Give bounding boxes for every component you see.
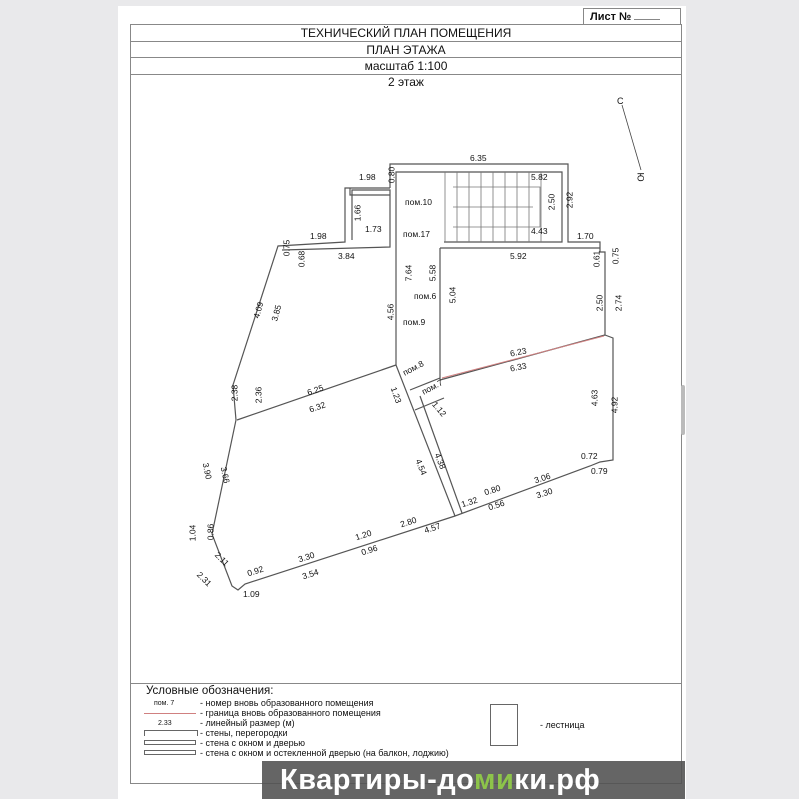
legend-item: - стена с окном и дверью: [200, 738, 306, 748]
dimension: 0.79: [591, 466, 608, 476]
outer-wall-inner: [395, 171, 563, 243]
inner-wall: [414, 397, 445, 411]
dimension: 0.72: [581, 451, 598, 461]
document-sheet: [118, 6, 686, 799]
dimension: 6.35: [470, 153, 487, 163]
stairs: [444, 172, 542, 242]
sheet-number: Лист №: [583, 8, 681, 25]
dimension: 1.66: [352, 204, 363, 222]
dimension: 5.92: [510, 251, 527, 261]
legend-item: - номер вновь образованного помещения: [200, 698, 374, 708]
dimension: 2.92: [564, 191, 575, 209]
room-label: пом.9: [403, 317, 426, 327]
inner-wall: [236, 364, 397, 421]
inner-wall: [281, 189, 391, 251]
legend-sample-dimension: 2.33: [158, 720, 172, 727]
room-boundary: [441, 335, 605, 379]
dimension: 1.70: [577, 231, 594, 241]
legend-item: - стена с окном и остекленной дверью (на…: [200, 748, 449, 758]
dimension: 4.63: [589, 389, 600, 407]
legend-sample-room: пом. 7: [154, 700, 175, 707]
inner-wall: [409, 377, 441, 391]
compass-arrow: [621, 104, 642, 171]
dimension: 1.98: [310, 231, 327, 241]
outer-wall: [211, 163, 614, 591]
dimension: 5.58: [427, 264, 438, 282]
stairs-legend-icon: [490, 704, 518, 746]
compass-north: С: [617, 96, 624, 106]
legend-item: - граница вновь образованного помещения: [200, 708, 381, 718]
inner-wall: [395, 364, 456, 517]
dimension: 0.61: [591, 250, 602, 268]
dimension: 2.38: [229, 384, 240, 402]
dimension: 2.50: [594, 294, 605, 312]
room-label: пом.6: [414, 291, 437, 301]
inner-wall: [419, 395, 463, 514]
compass-south: Ю: [635, 172, 646, 182]
dimension: 1.04: [187, 524, 198, 542]
dimension: 4.92: [609, 396, 620, 414]
dimension: 4.43: [531, 226, 548, 236]
dimension: 0.86: [205, 523, 216, 541]
inner-wall: [349, 188, 390, 196]
dimension: 3.84: [338, 251, 355, 261]
legend: Условные обозначения: пом. 7 - номер вно…: [130, 683, 682, 785]
dimension: 5.82: [531, 172, 548, 182]
floor-label: 2 этаж: [388, 75, 424, 89]
legend-sample-balcony-door: [144, 750, 196, 755]
dimension: 0.80: [386, 166, 397, 184]
legend-title: Условные обозначения:: [146, 685, 274, 697]
dimension: 0.75: [281, 239, 292, 257]
dimension: 1.73: [365, 224, 382, 234]
dimension: 5.04: [447, 286, 458, 304]
room-label: пом.17: [403, 229, 430, 239]
doc-subtitle: ПЛАН ЭТАЖА: [130, 42, 682, 58]
scrollbar[interactable]: [681, 385, 685, 435]
dimension: 1.09: [243, 589, 260, 599]
legend-stairs: - лестница: [540, 720, 585, 730]
legend-item: - стены, перегородки: [200, 728, 288, 738]
room-label: пом.10: [405, 197, 432, 207]
dimension: 2.74: [613, 294, 624, 312]
watermark: Квартиры-домики.рф: [262, 761, 685, 799]
dimension: 2.50: [546, 193, 557, 211]
dimension: 0.68: [296, 250, 307, 268]
doc-title: ТЕХНИЧЕСКИЙ ПЛАН ПОМЕЩЕНИЯ: [130, 24, 682, 42]
legend-sample-boundary: [144, 713, 196, 714]
dimension: 0.75: [610, 247, 621, 265]
dimension: 1.98: [359, 172, 376, 182]
legend-sample-window-door: [144, 740, 196, 745]
legend-sample-wall: [144, 730, 198, 736]
dimension: 4.56: [385, 303, 396, 321]
walls: [211, 163, 614, 591]
doc-scale: масштаб 1:100: [130, 58, 682, 75]
dimension: 7.64: [403, 264, 414, 282]
legend-item: - линейный размер (м): [200, 718, 295, 728]
dimension: 2.36: [253, 386, 264, 404]
